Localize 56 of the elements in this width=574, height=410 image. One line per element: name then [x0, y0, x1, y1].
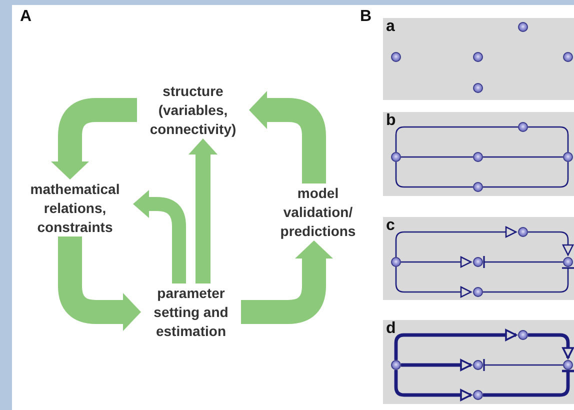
- node-circle: [391, 152, 401, 162]
- block-arrow: [51, 98, 137, 180]
- node-circle: [473, 287, 483, 297]
- panel-letter: d: [386, 320, 396, 338]
- network-panel: [383, 18, 574, 100]
- connector-line: [395, 162, 473, 188]
- node-circle: [473, 182, 483, 192]
- node-circle: [473, 390, 483, 400]
- node-circle: [518, 122, 528, 132]
- stage-label: structure (variables, connectivity): [137, 82, 249, 138]
- panel-label: B: [360, 8, 372, 26]
- node-circle: [473, 52, 483, 62]
- inhibition-line: [483, 255, 563, 269]
- inhibition-line: [483, 267, 574, 293]
- arrow: [395, 267, 472, 298]
- arrow: [394, 370, 472, 401]
- panel-letter: b: [386, 112, 396, 130]
- panel-letter: a: [386, 18, 395, 36]
- connector-line: [528, 126, 569, 152]
- node-circle: [473, 83, 483, 93]
- stage-label: model validation/ predictions: [268, 184, 368, 240]
- node-circle: [473, 360, 483, 370]
- network-panel: [383, 217, 574, 300]
- panel-letter: c: [386, 217, 395, 235]
- inhibition-line: [483, 358, 563, 372]
- node-circle: [473, 152, 483, 162]
- node-circle: [391, 257, 401, 267]
- inhibition-line: [483, 370, 574, 397]
- node-circle: [563, 257, 573, 267]
- arrow: [395, 226, 517, 257]
- node-circle: [391, 52, 401, 62]
- connector-line: [401, 156, 473, 158]
- node-circle: [518, 227, 528, 237]
- block-arrow: [188, 138, 218, 284]
- stage-label: mathematical relations, constraints: [17, 180, 133, 236]
- node-circle: [518, 330, 528, 340]
- panel-label: A: [20, 8, 32, 26]
- connector-line: [483, 156, 563, 158]
- node-circle: [473, 257, 483, 267]
- arrow: [528, 231, 574, 256]
- connector-line: [483, 162, 569, 188]
- block-arrow: [241, 240, 333, 324]
- network-panel: [383, 112, 574, 196]
- node-circle: [518, 22, 528, 32]
- node-circle: [563, 360, 573, 370]
- node-circle: [391, 360, 401, 370]
- block-arrow: [249, 91, 326, 184]
- node-circle: [563, 152, 573, 162]
- arrow: [528, 333, 574, 359]
- block-arrow: [133, 190, 186, 284]
- arrow: [401, 359, 472, 371]
- stage-label: parameter setting and estimation: [141, 284, 241, 340]
- connector-line: [395, 126, 518, 152]
- arrow: [394, 329, 517, 360]
- arrow: [401, 256, 472, 268]
- node-circle: [563, 52, 573, 62]
